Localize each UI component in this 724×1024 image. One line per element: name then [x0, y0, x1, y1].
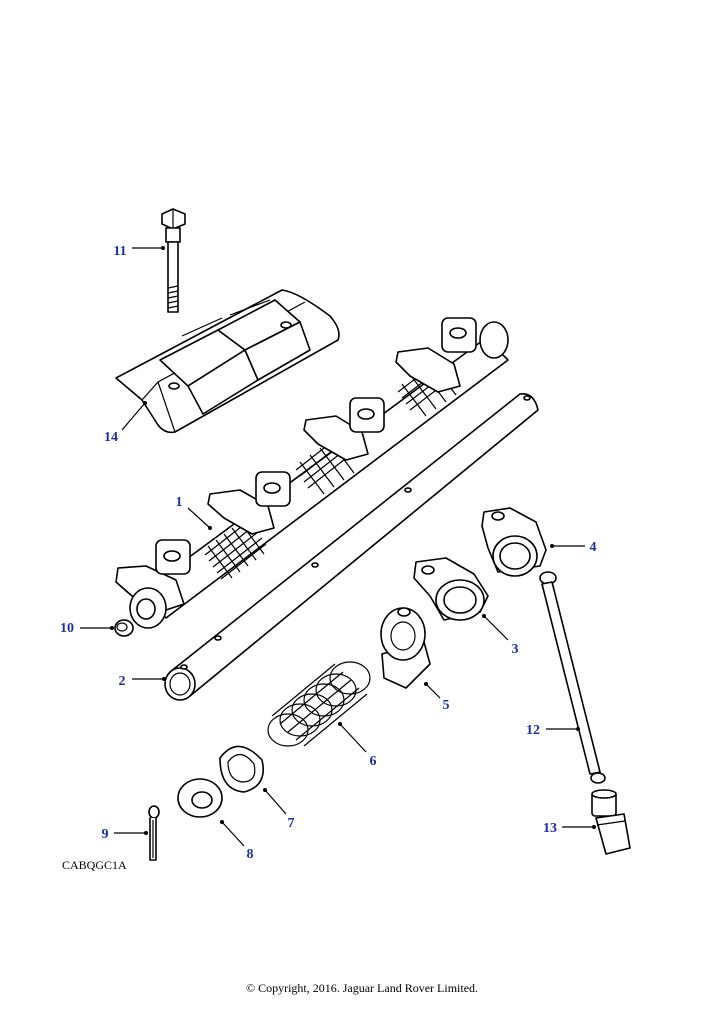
diagram-code: CABQGC1A: [62, 858, 127, 872]
callout-4: 4: [590, 540, 597, 555]
callout-leaders: [80, 246, 596, 847]
callout-7: 7: [288, 816, 295, 831]
rocker-arm-3: [303, 397, 385, 461]
copyright-notice: © Copyright, 2016. Jaguar Land Rover Lim…: [245, 981, 479, 995]
callout-8: 8: [247, 847, 254, 862]
rocker-arm-4: [395, 317, 477, 393]
callout-9: 9: [102, 827, 109, 842]
callout-14: 14: [104, 430, 118, 445]
callout-10: 10: [60, 621, 74, 636]
flat-washer-part: [177, 778, 223, 818]
rocker-shaft-assembly-part: [115, 317, 509, 629]
callout-13: 13: [543, 821, 557, 836]
callout-6: 6: [370, 754, 377, 769]
washer-triangular-part: [219, 745, 264, 793]
bolt-part: [161, 208, 186, 313]
baffle-plate-part: [115, 289, 340, 434]
callout-12: 12: [526, 723, 540, 738]
pedestal-bracket-4-part: [481, 507, 547, 577]
end-plug-part: [114, 619, 134, 637]
rocker-arm-2: [207, 471, 291, 535]
callout-2: 2: [119, 674, 126, 689]
pedestal-bracket-3-part: [413, 557, 489, 621]
coil-spring-part: [267, 661, 371, 747]
callout-1: 1: [176, 495, 183, 510]
callout-11: 11: [113, 244, 126, 259]
push-rod-part: [539, 571, 606, 784]
tappet-part: [591, 789, 631, 855]
rocker-shaft-tube-part: [164, 393, 539, 701]
callout-5: 5: [443, 698, 450, 713]
split-pin-part: [148, 805, 160, 861]
callout-3: 3: [512, 642, 519, 657]
support-bracket-part: [380, 607, 431, 689]
assembly-spring-1: [204, 519, 267, 580]
assembly-spring-2: [295, 433, 355, 495]
